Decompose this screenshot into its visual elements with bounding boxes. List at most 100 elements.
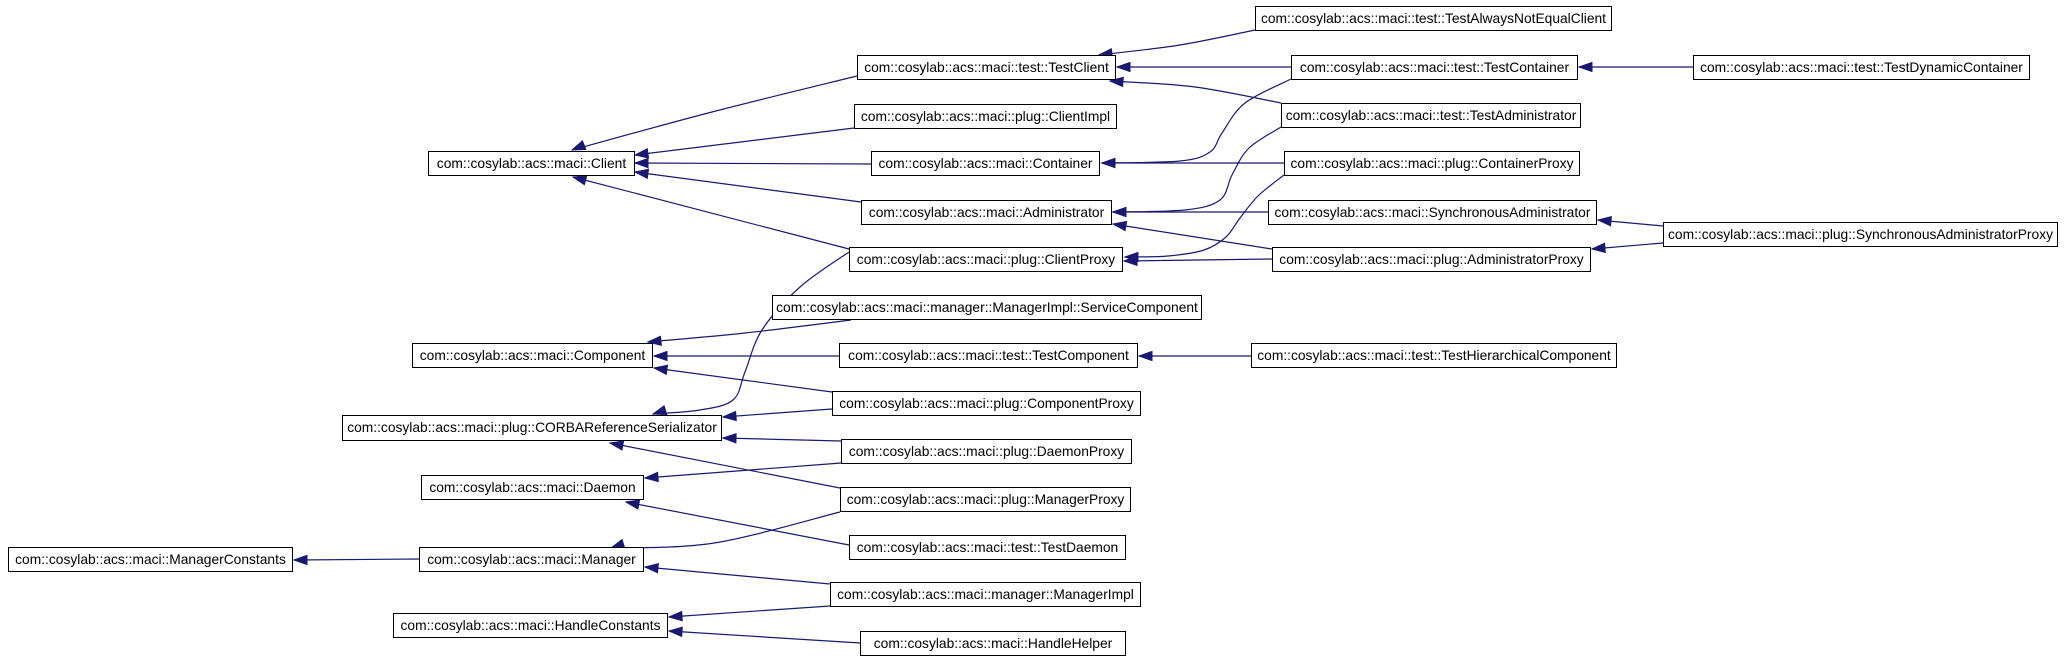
inheritance-edge-ManagerProxy-to-CORBAReferenceSerializator [609,442,841,489]
class-label-ClientImpl: com::cosylab::acs::maci::plug::ClientImp… [860,108,1111,124]
inheritance-edge-TestAdministrator-to-TestClient [1109,80,1282,104]
inheritance-edge-DaemonProxy-to-CORBAReferenceSerializator [722,437,842,442]
arrowhead-ManagerImpl-to-Manager [643,562,659,574]
class-label-TestComponent: com::cosylab::acs::maci::test::TestCompo… [848,347,1129,363]
arrowhead-SynchronousAdministratorProxy-to-SynchronousAdministrator [1596,215,1612,227]
class-label-ServiceComponent: com::cosylab::acs::maci::manager::Manage… [776,299,1198,315]
arrowhead-AdministratorProxy-to-ClientProxy [1122,255,1138,267]
class-label-TestHierarchicalComponent: com::cosylab::acs::maci::test::TestHiera… [1257,347,1611,363]
class-box-HandleConstants[interactable]: com::cosylab::acs::maci::HandleConstants [393,613,668,638]
class-box-TestComponent[interactable]: com::cosylab::acs::maci::test::TestCompo… [839,343,1138,368]
arrowhead-Administrator-to-Client [633,168,650,180]
class-label-CORBAReferenceSerializator: com::cosylab::acs::maci::plug::CORBARefe… [347,420,717,436]
class-box-SynchronousAdministratorProxy[interactable]: com::cosylab::acs::maci::plug::Synchrono… [1663,222,2058,247]
class-label-ClientProxy: com::cosylab::acs::maci::plug::ClientPro… [856,251,1116,267]
inheritance-edge-Container-to-Client [634,162,872,165]
arrowhead-ServiceComponent-to-Component [646,335,662,347]
class-box-ContainerProxy[interactable]: com::cosylab::acs::maci::plug::Container… [1284,151,1580,176]
class-box-TestContainer[interactable]: com::cosylab::acs::maci::test::TestConta… [1291,55,1578,80]
class-label-SynchronousAdministratorProxy: com::cosylab::acs::maci::plug::Synchrono… [1668,226,2053,242]
arrowhead-ContainerProxy-to-Container [1100,157,1116,169]
arrowhead-ManagerProxy-to-CORBAReferenceSerializator [608,440,625,451]
arrowhead-DaemonProxy-to-Daemon [643,471,659,483]
class-box-Administrator[interactable]: com::cosylab::acs::maci::Administrator [861,200,1112,225]
class-box-DaemonProxy[interactable]: com::cosylab::acs::maci::plug::DaemonPro… [841,439,1132,464]
arrowhead-Manager-to-ManagerConstants [292,554,308,566]
class-label-ManagerProxy: com::cosylab::acs::maci::plug::ManagerPr… [846,491,1125,507]
class-label-HandleConstants: com::cosylab::acs::maci::HandleConstants [400,617,661,633]
arrowhead-ComponentProxy-to-Component [652,364,669,376]
class-label-TestClient: com::cosylab::acs::maci::test::TestClien… [864,59,1109,75]
class-box-Component[interactable]: com::cosylab::acs::maci::Component [412,343,653,368]
arrowhead-ManagerImpl-to-HandleConstants [667,610,683,622]
class-box-Daemon[interactable]: com::cosylab::acs::maci::Daemon [421,475,644,500]
class-label-TestDynamicContainer: com::cosylab::acs::maci::test::TestDynam… [1700,59,2023,75]
class-label-Component: com::cosylab::acs::maci::Component [419,347,646,363]
class-label-TestAlwaysNotEqualClient: com::cosylab::acs::maci::test::TestAlway… [1260,10,1607,26]
class-box-TestAdministrator[interactable]: com::cosylab::acs::maci::test::TestAdmin… [1281,103,1581,128]
class-box-AdministratorProxy[interactable]: com::cosylab::acs::maci::plug::Administr… [1272,247,1591,272]
class-box-Container[interactable]: com::cosylab::acs::maci::Container [871,151,1100,176]
inheritance-edge-ComponentProxy-to-Component [653,367,833,393]
arrowhead-ClientImpl-to-Client [633,148,650,159]
inheritance-edge-Manager-to-ManagerConstants [293,558,420,561]
inheritance-edge-TestAdministrator-to-Administrator [1112,126,1282,213]
class-box-TestDaemon[interactable]: com::cosylab::acs::maci::test::TestDaemo… [849,535,1126,560]
inheritance-edge-Administrator-to-Client [634,171,862,203]
class-box-Client[interactable]: com::cosylab::acs::maci::Client [428,151,635,176]
class-box-TestDynamicContainer[interactable]: com::cosylab::acs::maci::test::TestDynam… [1693,55,2030,80]
inheritance-edge-ClientProxy-to-CORBAReferenceSerializator [652,251,850,415]
arrowhead-TestAdministrator-to-TestClient [1108,76,1124,88]
inheritance-edge-TestDaemon-to-Daemon [625,501,850,546]
inheritance-edge-TestAlwaysNotEqualClient-to-TestClient [1098,29,1256,56]
inheritance-edge-ManagerImpl-to-HandleConstants [668,605,831,618]
class-box-TestHierarchicalComponent[interactable]: com::cosylab::acs::maci::test::TestHiera… [1251,343,1617,368]
class-label-Client: com::cosylab::acs::maci::Client [436,155,627,171]
inheritance-edge-ServiceComponent-to-Component [647,319,852,343]
class-box-Manager[interactable]: com::cosylab::acs::maci::Manager [419,547,644,572]
class-label-TestDaemon: com::cosylab::acs::maci::test::TestDaemo… [856,539,1119,555]
arrowhead-ClientProxy-to-Client [571,175,588,186]
class-label-HandleHelper: com::cosylab::acs::maci::HandleHelper [873,635,1113,651]
class-label-TestAdministrator: com::cosylab::acs::maci::test::TestAdmin… [1285,107,1577,123]
class-box-ServiceComponent[interactable]: com::cosylab::acs::maci::manager::Manage… [772,295,1202,320]
arrowhead-SynchronousAdministrator-to-Administrator [1111,206,1127,218]
class-box-ManagerProxy[interactable]: com::cosylab::acs::maci::plug::ManagerPr… [840,487,1131,512]
class-label-Administrator: com::cosylab::acs::maci::Administrator [868,204,1105,220]
arrowhead-Container-to-Client [633,157,649,169]
inheritance-edge-DaemonProxy-to-Daemon [644,462,842,479]
class-label-Daemon: com::cosylab::acs::maci::Daemon [429,479,636,495]
class-label-ManagerImpl: com::cosylab::acs::maci::manager::Manage… [837,586,1134,602]
arrowhead-TestDynamicContainer-to-TestContainer [1577,61,1593,73]
class-box-HandleHelper[interactable]: com::cosylab::acs::maci::HandleHelper [860,631,1126,656]
class-box-ClientProxy[interactable]: com::cosylab::acs::maci::plug::ClientPro… [849,247,1123,272]
inheritance-edge-ClientProxy-to-Client [572,176,850,250]
arrowhead-TestClient-to-Client [570,140,587,151]
class-box-SynchronousAdministrator[interactable]: com::cosylab::acs::maci::SynchronousAdmi… [1268,200,1597,225]
class-box-ManagerImpl[interactable]: com::cosylab::acs::maci::manager::Manage… [830,582,1141,607]
arrowhead-TestHierarchicalComponent-to-TestComponent [1137,350,1153,362]
class-box-TestAlwaysNotEqualClient[interactable]: com::cosylab::acs::maci::test::TestAlway… [1255,6,1612,31]
inheritance-edge-TestContainer-to-Container [1101,78,1292,164]
class-label-TestContainer: com::cosylab::acs::maci::test::TestConta… [1299,59,1570,75]
inheritance-edge-HandleHelper-to-HandleConstants [668,630,861,644]
inheritance-edge-AdministratorProxy-to-ClientProxy [1123,258,1273,262]
class-label-ManagerConstants: com::cosylab::acs::maci::ManagerConstant… [15,551,286,567]
inheritance-edge-ManagerImpl-to-Manager [644,566,831,585]
class-box-ClientImpl[interactable]: com::cosylab::acs::maci::plug::ClientImp… [854,104,1117,129]
inheritance-edge-ComponentProxy-to-CORBAReferenceSerializator [722,408,833,418]
class-box-ManagerConstants[interactable]: com::cosylab::acs::maci::ManagerConstant… [8,547,293,572]
inheritance-edge-TestClient-to-Client [571,75,858,151]
class-box-ComponentProxy[interactable]: com::cosylab::acs::maci::plug::Component… [832,391,1141,416]
class-label-Container: com::cosylab::acs::maci::Container [878,155,1093,171]
arrowhead-ComponentProxy-to-CORBAReferenceSerializator [721,410,737,422]
class-label-ContainerProxy: com::cosylab::acs::maci::plug::Container… [1290,155,1574,171]
class-label-AdministratorProxy: com::cosylab::acs::maci::plug::Administr… [1279,251,1584,267]
arrowhead-HandleHelper-to-HandleConstants [667,626,683,638]
class-label-Manager: com::cosylab::acs::maci::Manager [427,551,636,567]
class-box-CORBAReferenceSerializator[interactable]: com::cosylab::acs::maci::plug::CORBARefe… [342,415,722,441]
arrowhead-DaemonProxy-to-CORBAReferenceSerializator [721,433,737,444]
class-box-TestClient[interactable]: com::cosylab::acs::maci::test::TestClien… [857,55,1116,80]
